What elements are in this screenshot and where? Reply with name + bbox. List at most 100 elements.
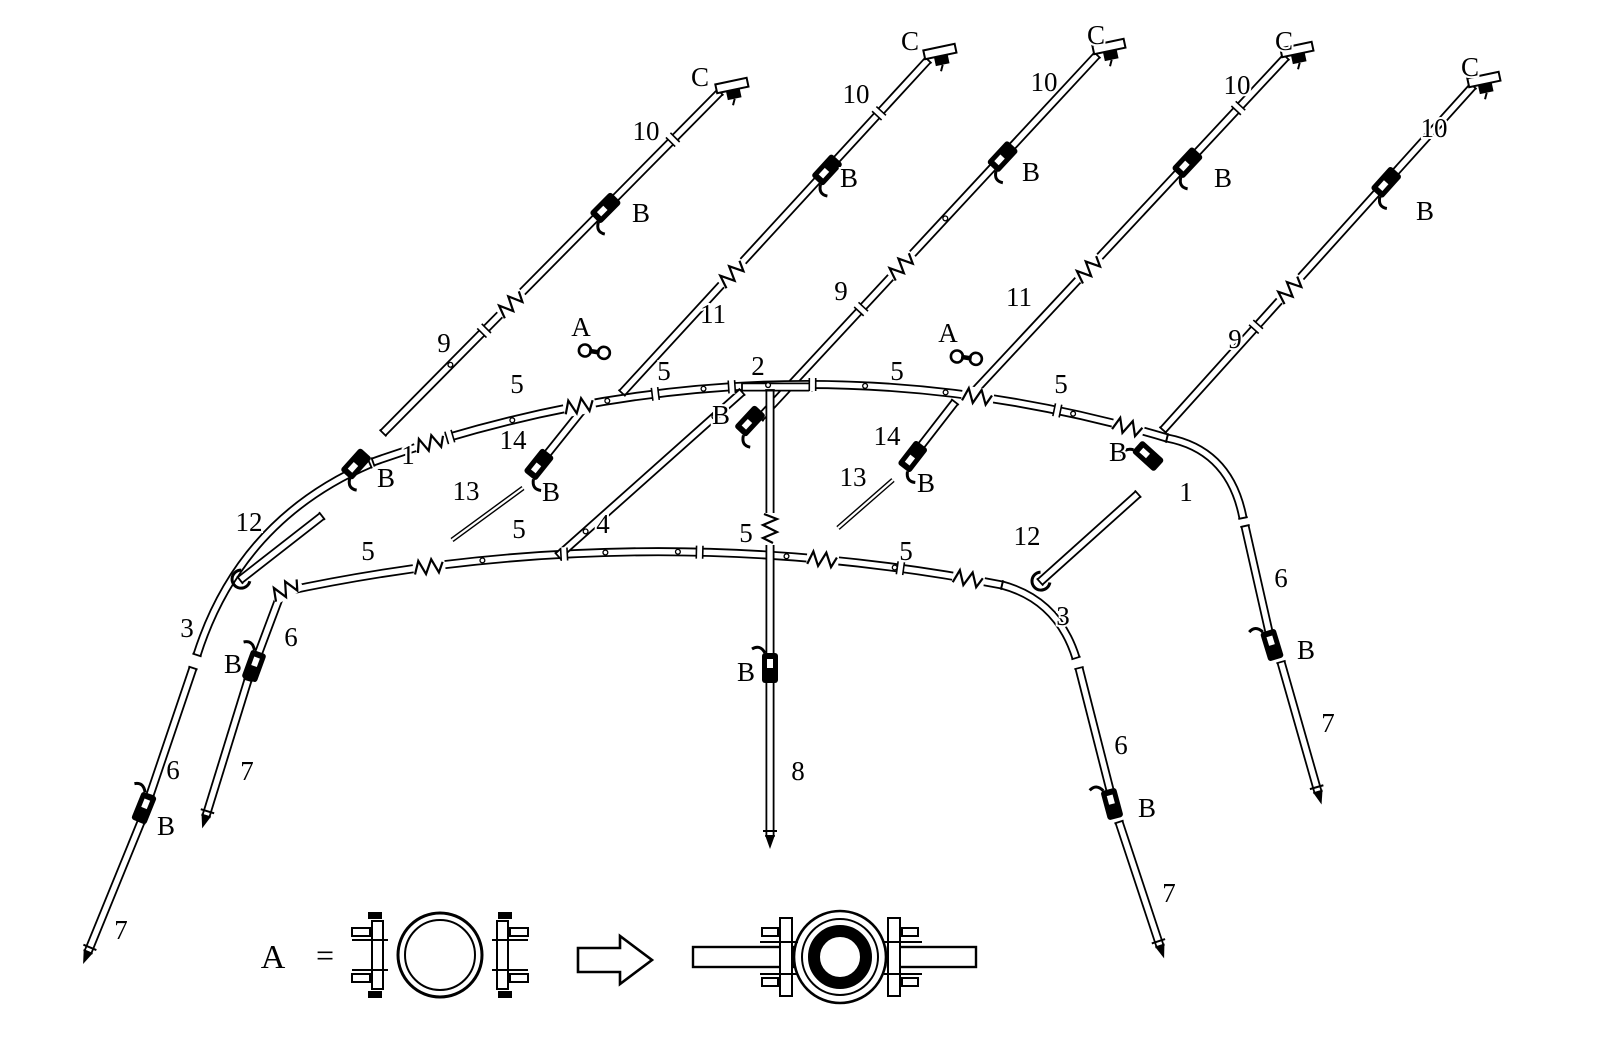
part-label-B-33: B: [542, 477, 560, 507]
part-label-14-32: 14: [500, 425, 528, 455]
rivet-hole-icon: [942, 389, 949, 396]
latch-b-icon: [334, 445, 381, 493]
part-label-A-21: A: [938, 318, 958, 348]
part-label-6-47: 6: [284, 622, 298, 652]
rivet-hole-icon: [602, 549, 609, 556]
tube-inner: [1278, 661, 1321, 793]
part-label-B-27: B: [712, 400, 730, 430]
tubes-layer: [83, 51, 1477, 954]
part-label-5-25: 5: [890, 356, 904, 386]
part-label-13-37: 13: [840, 462, 867, 492]
joint-coupler-icon: [695, 544, 704, 561]
rivet-hole-icon: [861, 382, 869, 390]
part-label-C-16: C: [1461, 52, 1479, 82]
part-label-7-51: 7: [240, 756, 254, 786]
tube-inner: [1116, 821, 1163, 947]
part-label-9-3: 9: [437, 328, 451, 358]
rivet-hole-icon: [479, 557, 486, 564]
rivet-hole-icon: [674, 548, 681, 555]
tube-inner: [194, 461, 372, 656]
part-label-9-11: 9: [834, 276, 848, 306]
part-label-B-56: B: [1138, 793, 1156, 823]
latch-b-icon: [583, 190, 631, 237]
part-label-5-22: 5: [510, 369, 524, 399]
tube-inner: [556, 389, 744, 559]
part-label-6-49: 6: [166, 755, 180, 785]
tube-inner: [1166, 435, 1246, 519]
part-label-B-48: B: [224, 649, 242, 679]
spring-joint-icon: [560, 392, 598, 419]
tube-inner: [758, 53, 1099, 420]
part-label-10-13: 10: [1224, 70, 1251, 100]
part-label-10-1: 10: [633, 116, 660, 146]
part-label-6-55: 6: [1114, 730, 1128, 760]
joint-coupler-icon: [808, 376, 817, 393]
spring-joint-icon: [950, 566, 987, 592]
tube-inner: [238, 513, 324, 583]
part-label-11-7: 11: [700, 299, 726, 329]
part-label-10-17: 10: [1421, 113, 1448, 143]
joint-coupler-icon: [650, 385, 661, 403]
part-label-7-52: 7: [114, 915, 128, 945]
part-label-13-36: 13: [453, 476, 480, 506]
part-label-7-60: 7: [1321, 708, 1335, 738]
tube-inner: [147, 667, 196, 796]
part-label-B-53: B: [737, 657, 755, 687]
part-label-12-39: 12: [1014, 521, 1041, 551]
pulley-clamp-c-icon: [714, 76, 753, 109]
part-label-C-4: C: [901, 26, 919, 56]
part-label-4-40: 4: [596, 509, 610, 539]
part-label-11-15: 11: [1006, 282, 1032, 312]
tube-inner: [620, 58, 930, 395]
part-label-B-35: B: [917, 468, 935, 498]
joint-coupler-icon: [559, 546, 569, 563]
part-label-5-23: 5: [657, 356, 671, 386]
tube-inner: [1160, 84, 1476, 432]
tube-inner: [381, 90, 722, 435]
part-label-B-29: B: [377, 463, 395, 493]
fittings-layer: [75, 37, 1505, 968]
part-label-=-legend-1: =: [316, 937, 334, 973]
part-label-C-12: C: [1275, 26, 1293, 56]
part-label-B-28: B: [1109, 437, 1127, 467]
part-label-B-10: B: [1022, 157, 1040, 187]
part-label-5-44: 5: [899, 536, 913, 566]
part-label-C-8: C: [1087, 20, 1105, 50]
part-label-2-24: 2: [751, 351, 765, 381]
part-label-A-20: A: [571, 312, 591, 342]
part-label-10-5: 10: [843, 79, 870, 109]
legend-clamp-exploded: [351, 911, 529, 999]
part-label-1-31: 1: [1179, 477, 1193, 507]
part-label-5-43: 5: [739, 518, 753, 548]
tube-inner: [837, 479, 894, 529]
part-label-10-9: 10: [1031, 67, 1058, 97]
legend: [351, 909, 978, 1005]
part-label-5-41: 5: [361, 536, 375, 566]
part-label-C-0: C: [691, 62, 709, 92]
part-label-14-34: 14: [874, 421, 902, 451]
part-label-7-57: 7: [1162, 878, 1176, 908]
spring-joint-icon: [410, 554, 448, 579]
joint-coupler-icon: [727, 378, 737, 395]
part-label-3-46: 3: [1056, 601, 1070, 631]
tube-inner: [1076, 667, 1113, 791]
part-label-9-19: 9: [1228, 324, 1242, 354]
part-label-B-18: B: [1416, 196, 1434, 226]
part-label-B-14: B: [1214, 163, 1232, 193]
latch-b-icon: [1119, 434, 1167, 481]
part-label-1-30: 1: [401, 440, 415, 470]
part-label-12-38: 12: [236, 507, 263, 537]
part-label-B-6: B: [840, 163, 858, 193]
part-label-3-45: 3: [180, 613, 194, 643]
tube-inner: [966, 55, 1288, 400]
legend-arrow-icon: [576, 933, 655, 987]
part-label-A-legend-0: A: [261, 939, 286, 976]
part-label-B-59: B: [1297, 635, 1315, 665]
spring-joint-icon: [759, 511, 781, 547]
spring-joint-icon: [959, 384, 996, 409]
tube-inner: [203, 679, 251, 817]
rivet-hole-icon: [783, 553, 790, 560]
